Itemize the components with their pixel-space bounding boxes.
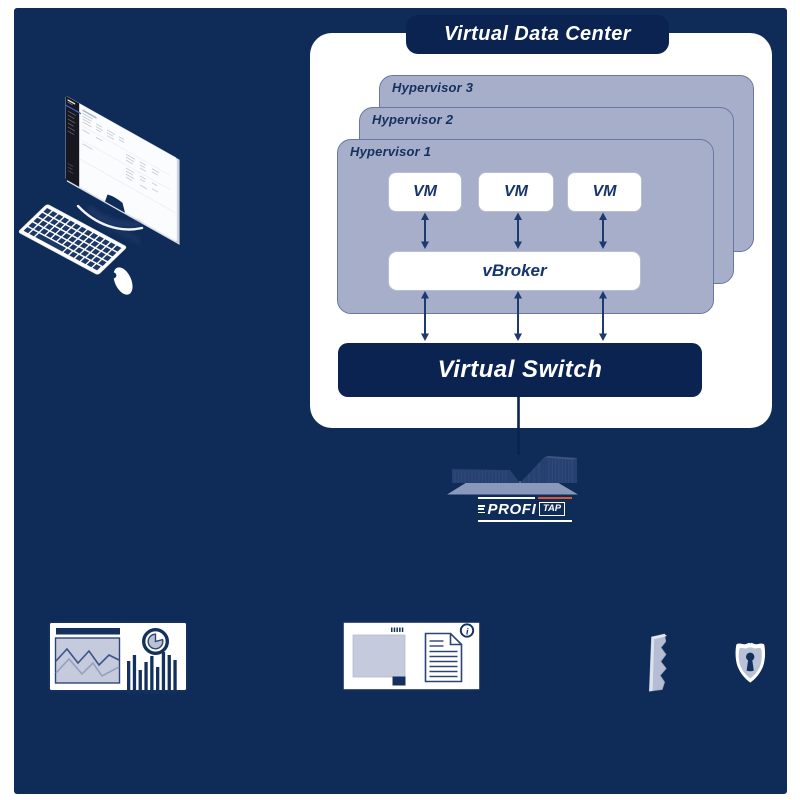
vm-vbroker-arrows (421, 212, 607, 249)
logo-profi-text: PROFI (487, 500, 537, 518)
vm-2-label: VM (504, 183, 528, 200)
hypervisor-2-label: Hypervisor 2 (372, 112, 454, 127)
keyhole-icon (746, 652, 755, 661)
appliance-port-ribs (454, 459, 573, 483)
document-page-fold (449, 633, 462, 646)
hypervisor-3-label: Hypervisor 3 (392, 80, 474, 95)
vbroker-label: vBroker (482, 261, 547, 280)
profitap-logo: PROFI TAP (478, 497, 572, 522)
dashboard-pie-slice (147, 633, 164, 650)
document-screen (352, 634, 406, 678)
logo-orange-accent (538, 497, 572, 500)
logo-tap-box: TAP (538, 502, 566, 517)
monitor-illustration (65, 96, 180, 245)
screen-content-table (79, 109, 178, 214)
logo-bars-icon (478, 504, 485, 514)
monitor-stand-swoosh (76, 204, 144, 231)
spacebar-key (35, 233, 67, 252)
card-vents (391, 627, 404, 632)
vm-box-1: VM (388, 172, 462, 212)
stand-shadow (86, 205, 141, 228)
vm-3-label: VM (592, 183, 617, 200)
dashboard-line-chart (55, 647, 120, 678)
virtual-switch-label: Virtual Switch (437, 356, 603, 383)
screen-accent-line (66, 104, 81, 115)
vbroker-vswitch-arrows (421, 291, 607, 341)
keyboard-icon (18, 204, 127, 275)
appliance-illustration (447, 456, 578, 495)
info-glyph: i (466, 627, 469, 637)
vdc-title-tab: Virtual Data Center (406, 15, 669, 54)
vm-1-label: VM (413, 183, 437, 200)
logo-bottom-rule (478, 519, 572, 522)
vm-box-3: VM (567, 172, 642, 212)
monitor-stand-notch (105, 194, 125, 213)
dashboard-title-bar (56, 628, 120, 635)
vbroker-box: vBroker (388, 251, 641, 291)
document-text-lines (429, 640, 458, 678)
vm-box-2: VM (478, 172, 554, 212)
logo-top-rule (478, 497, 572, 500)
dashboard-bar-chart (127, 652, 177, 694)
mouse-icon (110, 267, 133, 295)
info-icon (459, 623, 475, 638)
shield-icon (735, 642, 766, 683)
screen-sidebar-menu (67, 110, 76, 175)
dashboard-line-chart-panel (54, 637, 121, 684)
document-icon: i (342, 621, 481, 691)
document-screen-stand (392, 676, 406, 686)
hypervisor-1-label: Hypervisor 1 (350, 144, 432, 159)
dashboard-icon (48, 621, 188, 694)
vdc-title: Virtual Data Center (444, 23, 631, 45)
tap-device-icon (648, 633, 667, 692)
virtual-switch-box: Virtual Switch (338, 343, 702, 397)
